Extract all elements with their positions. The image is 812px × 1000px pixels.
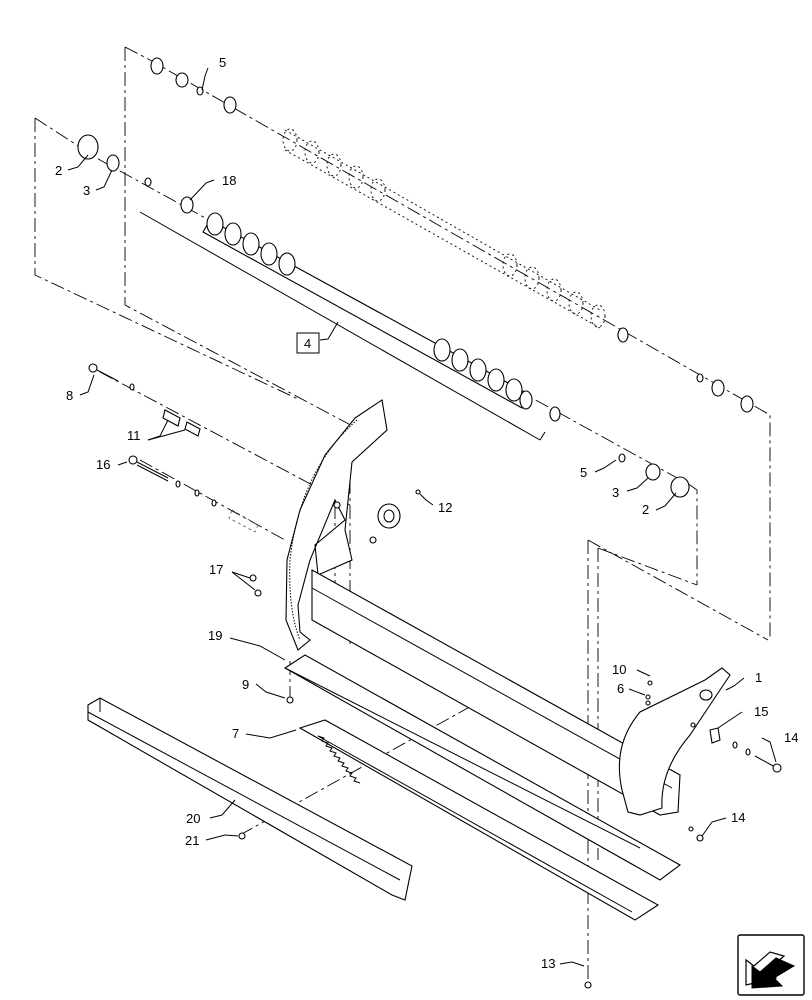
- callout-12: 12: [438, 500, 452, 515]
- next-page-arrow-icon[interactable]: [737, 934, 805, 996]
- callout-7: 7: [232, 726, 239, 741]
- callout-14-top: 14: [784, 730, 798, 745]
- lower-left-bearing-stack: [77, 134, 152, 187]
- callout-9: 9: [242, 677, 249, 692]
- callout-2-left: 2: [55, 163, 62, 178]
- callout-6: 6: [617, 681, 624, 696]
- callout-5-right: 5: [580, 465, 587, 480]
- hardware-small: [249, 574, 653, 989]
- callout-16: 16: [96, 457, 110, 472]
- callout-13: 13: [541, 956, 555, 971]
- callout-17: 17: [209, 562, 223, 577]
- callout-leaders: [67, 67, 777, 967]
- lower-auger-shaft: [139, 196, 561, 441]
- callout-11: 11: [127, 428, 141, 443]
- lower-right-bearing-stack: [618, 453, 690, 498]
- callout-5-top: 5: [219, 55, 226, 70]
- callout-20: 20: [186, 811, 200, 826]
- upper-left-bearing-stack: [150, 57, 237, 114]
- callouts: 5 2 3 18 4 8 11 16 12 5 3 2 17 19 10 9 6…: [55, 55, 798, 971]
- right-end-plate: [618, 667, 782, 842]
- callout-4: 4: [304, 336, 311, 351]
- callout-4-box: [296, 332, 320, 354]
- assembly-centerlines: [34, 46, 771, 985]
- bolt-16: [128, 455, 259, 533]
- frame-rail: [311, 569, 681, 816]
- angle-bar-20: [87, 697, 413, 901]
- upper-right-bearing-stack: [617, 327, 754, 413]
- callout-21: 21: [185, 833, 199, 848]
- strip-19: [283, 654, 682, 881]
- callout-3-left: 3: [83, 183, 90, 198]
- callout-14-bottom: 14: [731, 810, 745, 825]
- left-sprocket-arm: [285, 399, 421, 651]
- callout-8: 8: [66, 388, 73, 403]
- callout-18: 18: [222, 173, 236, 188]
- spacers-11: [162, 409, 201, 437]
- bolt-8: [88, 363, 135, 391]
- callout-10: 10: [612, 662, 626, 677]
- serrated-knife-7: [298, 719, 660, 921]
- callout-15: 15: [754, 704, 768, 719]
- callout-19: 19: [208, 628, 222, 643]
- upper-auger-phantom: [282, 128, 606, 329]
- callout-1: 1: [755, 670, 762, 685]
- callout-2-right: 2: [642, 502, 649, 517]
- callout-3-right: 3: [612, 485, 619, 500]
